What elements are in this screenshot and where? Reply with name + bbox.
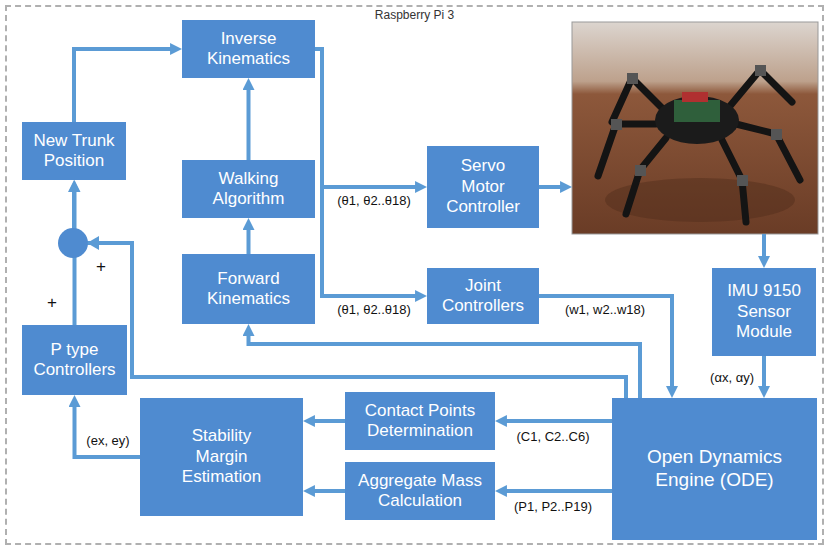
box-label: IMU 9150 Sensor Module [719,281,809,342]
box-label: P type Controllers [27,340,122,381]
signal-label: (C1, C2..C6) [515,429,592,445]
wire-arrow [762,234,766,260]
robot-legs [598,70,800,222]
process-box: Open Dynamics Engine (ODE) [612,398,817,540]
flow-arrow [311,419,345,423]
box-label: Joint Controllers [433,276,533,317]
signal-label: (θ1, θ2..θ18) [335,302,413,318]
box-label: Open Dynamics Engine (ODE) [645,446,785,492]
box-label: Forward Kinematics [194,269,304,310]
process-box: Walking Algorithm [182,160,315,218]
process-box: P type Controllers [22,325,127,395]
flow-arrow [247,226,251,254]
process-box: Forward Kinematics [182,254,315,324]
process-box: IMU 9150 Sensor Module [712,268,816,356]
wire-arrow [539,185,564,189]
robot-board [674,100,720,122]
process-box: Contact Points Determination [345,392,495,450]
signal-label: (θ1, θ2..θ18) [335,193,413,209]
robot-servos [611,65,782,186]
signal-label: (w1, w2..w18) [563,302,647,318]
region-heading: Raspberry Pi 3 [375,8,454,22]
flow-arrow [503,419,612,423]
robot-body [655,96,739,144]
flow-arrow [74,49,174,122]
signal-label: (ex, ey) [84,433,131,449]
board-region: Raspberry Pi 3 Inverse KinematicsNew Trun… [5,5,824,545]
process-box: Inverse Kinematics [182,20,315,78]
summing-circle [58,228,88,258]
robot-battery [682,92,708,102]
photo-background [572,22,818,234]
flow-arrow [762,356,766,390]
signal-label: (P1, P2..P19) [512,499,594,515]
sign-label: + [95,258,107,275]
process-box: New Trunk Position [22,122,126,180]
box-label: Walking Algorithm [189,169,309,210]
box-label: Servo Motor Controller [438,156,528,217]
process-box: Servo Motor Controller [427,146,539,228]
process-box: Aggregate Mass Calculation [345,462,495,520]
flow-arrow [315,49,419,187]
flow-arrow [249,332,641,398]
flow-arrow [311,489,345,493]
flow-arrow [315,49,419,296]
flow-arrow [247,86,251,160]
flow-arrow [503,489,612,493]
signal-label: (αx, αy) [708,370,756,386]
process-box: Joint Controllers [427,268,539,324]
box-label: Stability Margin Estimation [167,426,277,487]
sign-label: + [46,294,58,311]
process-box: Stability Margin Estimation [140,398,303,516]
flow-arrow [75,403,141,457]
box-label: Inverse Kinematics [189,29,309,70]
junction-arrowhead [87,236,99,250]
flow-arrow [74,188,626,398]
box-label: Aggregate Mass Calculation [350,471,490,512]
box-label: Contact Points Determination [350,401,490,442]
box-label: New Trunk Position [27,131,122,172]
